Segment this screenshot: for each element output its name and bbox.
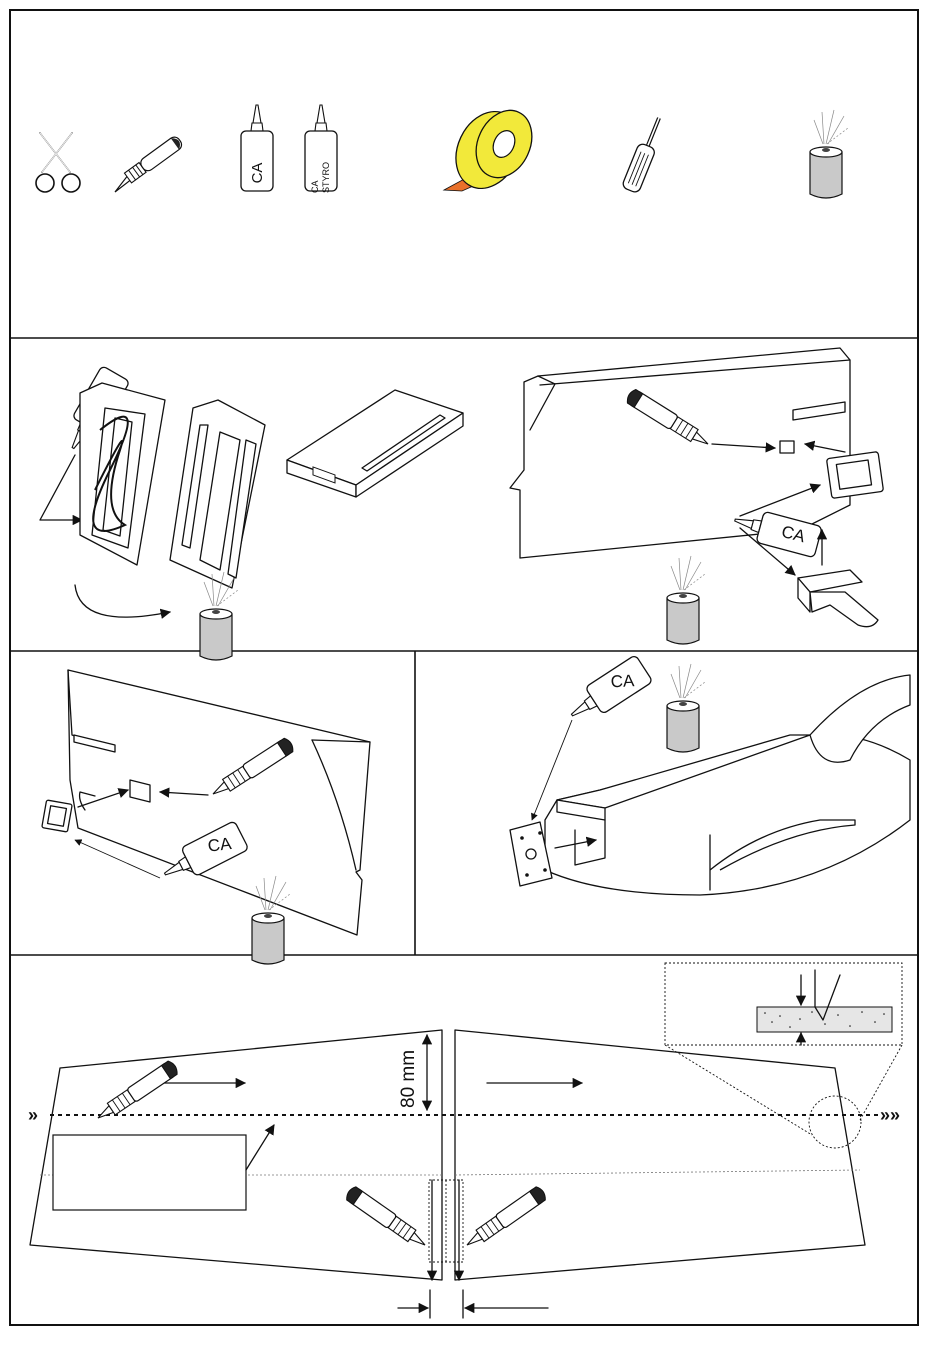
screwdriver-icon <box>621 115 667 194</box>
scissors-icon <box>36 133 80 192</box>
ca-styro-bottle-icon: CA STYRO <box>305 105 337 193</box>
tools-panel: CA CA STYRO <box>36 101 848 199</box>
nose-motor-mount-panel: CA <box>510 655 910 895</box>
label-box <box>53 1135 246 1210</box>
hobby-knife-icon <box>115 135 184 192</box>
ca-bottle-icon: CA <box>241 105 273 191</box>
spar-marker-right: »» <box>880 1105 900 1125</box>
servo-frame-right <box>826 452 883 499</box>
servo-bracket <box>798 570 878 627</box>
tape-roll-icon <box>444 101 542 199</box>
wing-joining-panel: » »» 80 mm <box>28 963 902 1318</box>
servo-plate-wired <box>80 383 165 565</box>
left-fuselage-panel: CA <box>42 670 370 964</box>
ca-styro-label-line2: STYRO <box>321 162 331 193</box>
activator-spray-can-icon <box>810 110 848 198</box>
ca-label-step3: CA <box>207 834 233 856</box>
servo-assembly-panel: CA <box>40 348 884 660</box>
servo-plate-blank <box>170 400 265 588</box>
detail-inset <box>665 963 902 1045</box>
ca-label-step4: CA <box>610 671 635 691</box>
dimension-80mm: 80 mm <box>398 1050 419 1108</box>
spray-can-step4 <box>667 664 705 752</box>
servo-frame-left <box>42 800 72 832</box>
spray-can-step2b <box>667 556 705 644</box>
wing-right <box>455 1030 865 1280</box>
ca-styro-label-line1: CA <box>310 180 320 193</box>
ca-bottle-step4: CA <box>563 655 653 729</box>
servo-box <box>287 390 463 497</box>
spar-marker-left: » <box>28 1105 38 1125</box>
ca-bottle-label: CA <box>249 163 266 184</box>
